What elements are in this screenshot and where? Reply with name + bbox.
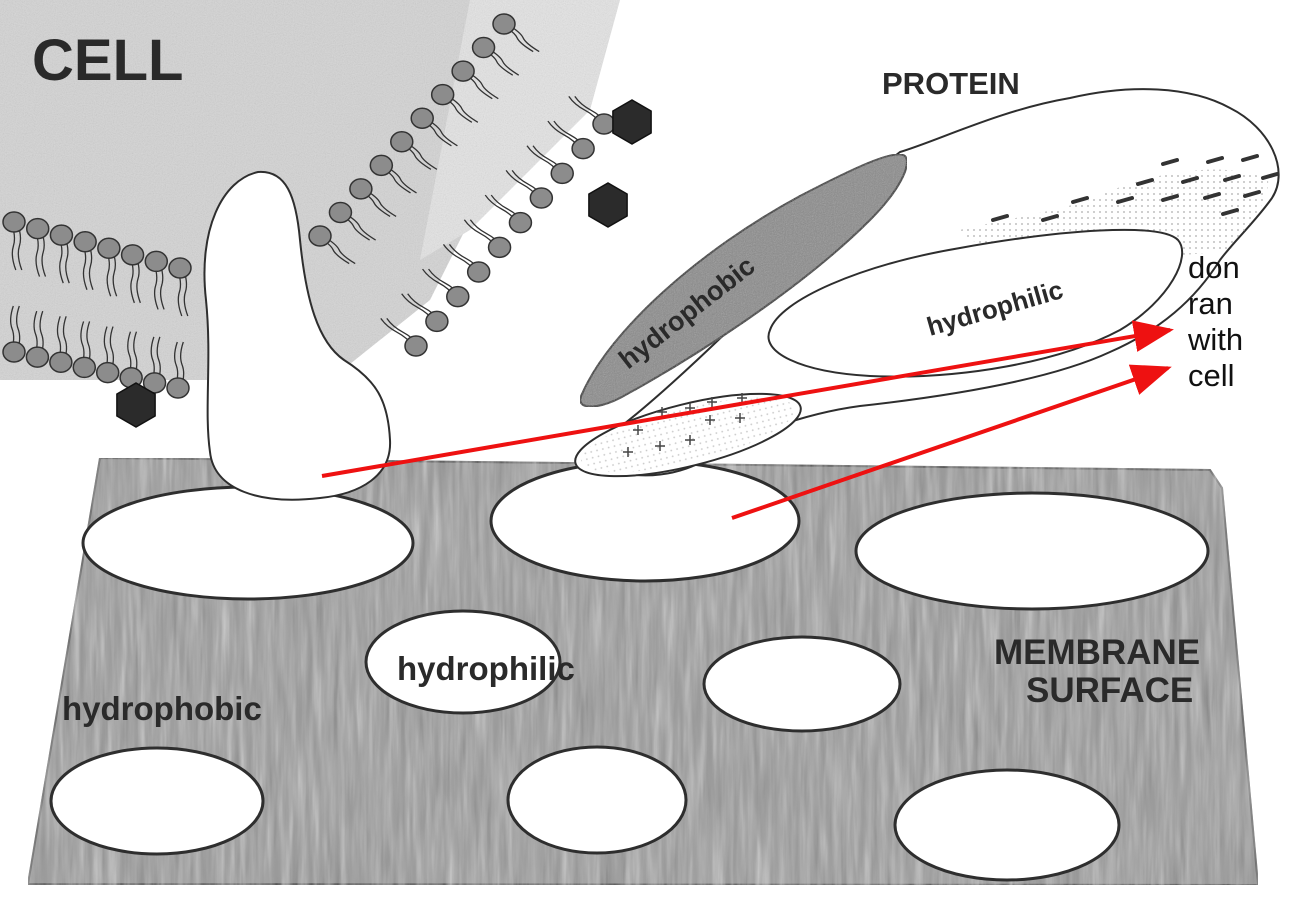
side-note-line: cell <box>1188 358 1292 390</box>
side-note-line: ran <box>1188 286 1292 322</box>
carbohydrate-marker <box>589 183 627 227</box>
cell-label: CELL <box>32 28 183 93</box>
protein-label: PROTEIN <box>882 66 1020 101</box>
surface-domain <box>491 461 799 581</box>
surface-domain <box>51 748 263 854</box>
surface-domain <box>704 637 900 731</box>
side-note-line: don <box>1188 250 1292 286</box>
side-note-line: with <box>1188 322 1292 358</box>
surface-hydrophilic-label: hydrophilic <box>397 650 575 687</box>
surface-hydrophobic-label: hydrophobic <box>62 690 262 727</box>
surface-domain <box>83 487 413 599</box>
surface-domain <box>508 747 686 853</box>
membrane-label-line1: MEMBRANE <box>994 633 1200 672</box>
membrane-label-line2: SURFACE <box>1026 671 1193 710</box>
surface-domain <box>895 770 1119 880</box>
carbohydrate-marker <box>613 100 651 144</box>
surface-domain <box>856 493 1208 609</box>
side-note-text: don ran with cell pro <box>1188 250 1292 390</box>
